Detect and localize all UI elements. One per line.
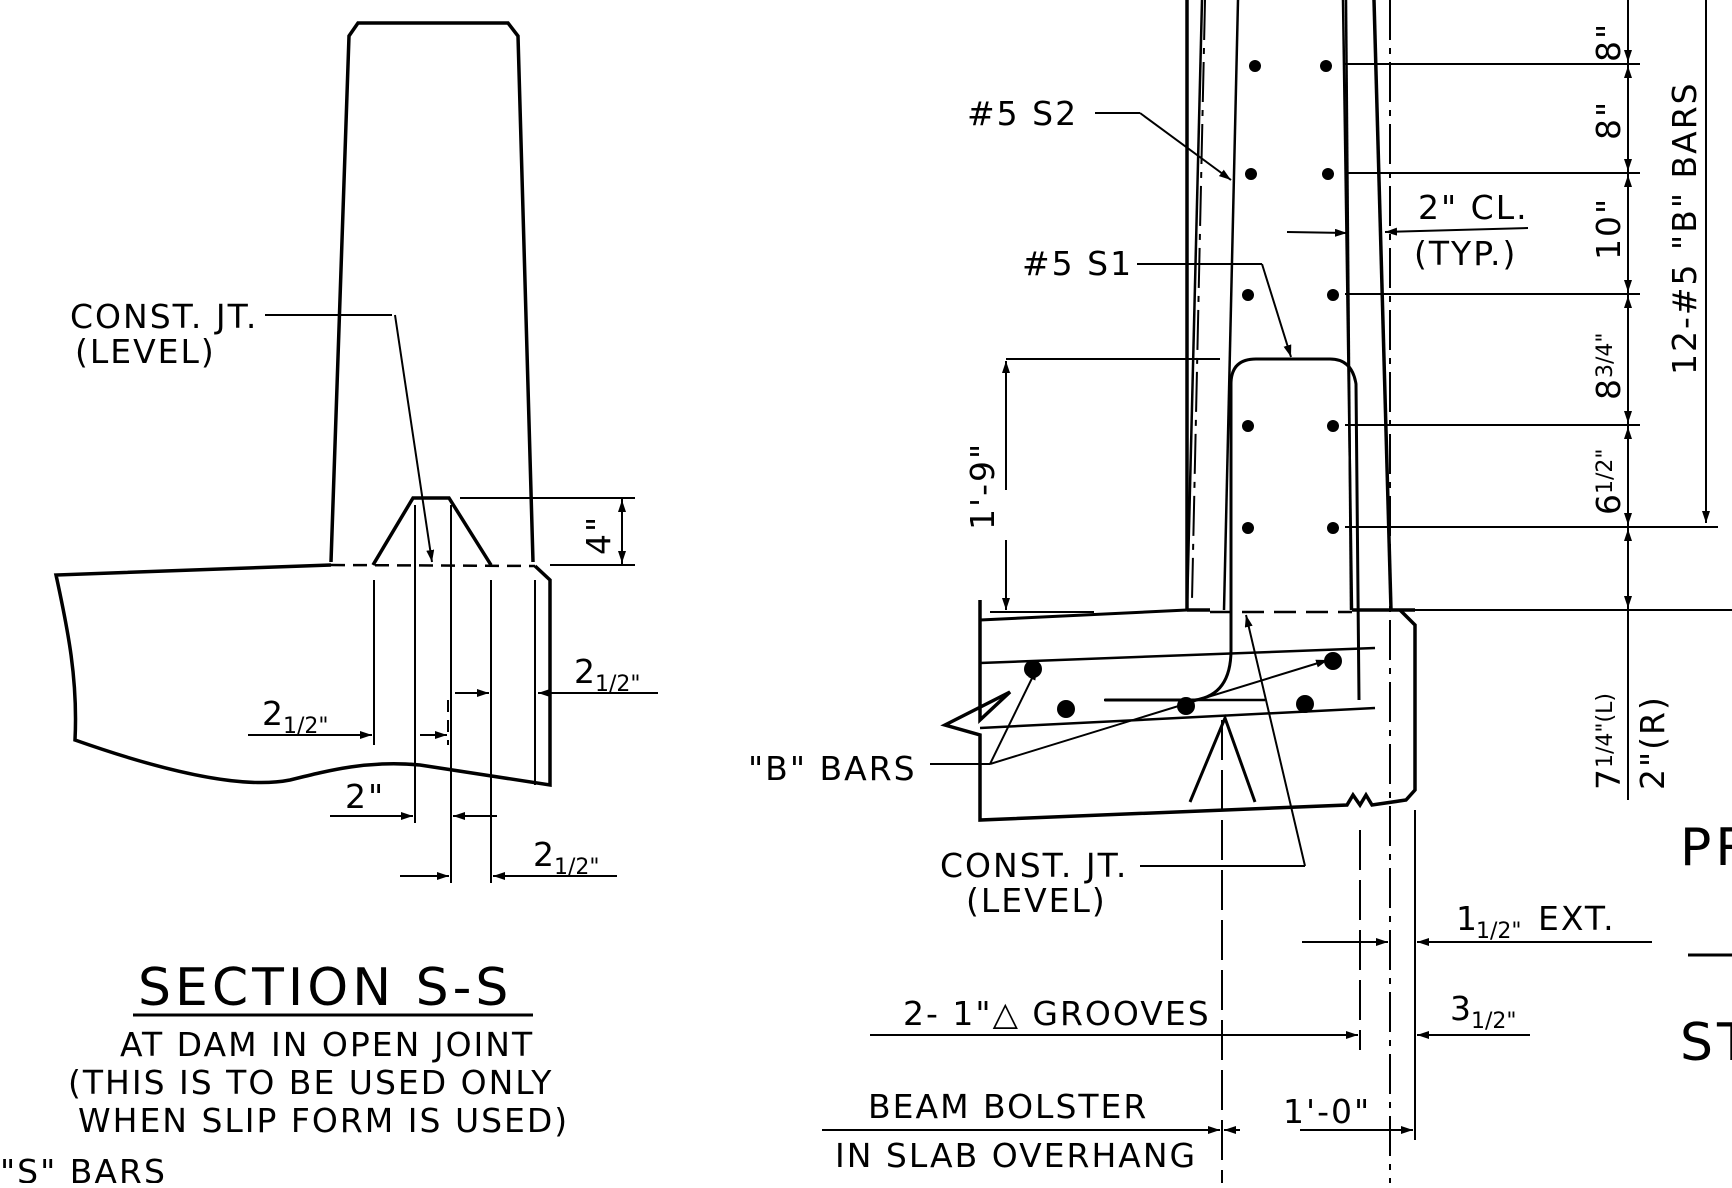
dim-3-frac: 1/2": [1471, 1009, 1517, 1034]
rebar-dots: [1024, 60, 1342, 718]
dim-right-whole: 2: [574, 652, 597, 691]
dim-left-whole: 2: [262, 694, 285, 733]
const-jt-level-label: (LEVEL): [75, 332, 216, 371]
pr-fragment: PR: [1680, 818, 1732, 878]
b-bars-label: "B" BARS: [748, 749, 917, 788]
slab-outline: [940, 600, 1417, 822]
parapet-back-face: [1372, 0, 1393, 611]
const-jt-label: CONST. JT.: [940, 846, 1128, 885]
const-joint-line: [330, 563, 536, 568]
dim-2-right: 2"(R): [1633, 695, 1672, 790]
const-jt-level-label: (LEVEL): [966, 881, 1107, 920]
shear-key: [371, 496, 493, 566]
main-section-drawing: [822, 0, 1732, 1183]
dim-3-whole: 3: [1450, 989, 1473, 1028]
dim-4-label: 4": [579, 515, 618, 555]
st-fragment: ST: [1680, 1013, 1732, 1073]
beam-bolster: [1188, 713, 1257, 803]
dim-right-frac: 1/2": [595, 672, 641, 697]
clear-cover-label: 2" CL.: [1418, 188, 1529, 227]
dim-left-frac: 1/2": [283, 714, 329, 739]
section-s-labels: CONST. JT. (LEVEL) 4" 2 1/2" 2 1/2" 2" 2…: [0, 297, 641, 1188]
slab-outline: [53, 563, 552, 788]
dim-8-frac: 3/4": [1593, 332, 1618, 378]
slab-overhang-label: IN SLAB OVERHANG: [835, 1136, 1197, 1175]
clear-cover-typ-label: (TYP.): [1414, 234, 1517, 273]
dim-8-whole: 8: [1589, 377, 1628, 400]
dim-1-9-label: 1'-9": [963, 442, 1002, 530]
s2-bar-front: [1222, 0, 1240, 611]
parapet-front-inner: [1185, 0, 1204, 611]
dim-6-whole: 6: [1589, 492, 1628, 515]
ext-whole: 1: [1456, 899, 1479, 938]
vertical-dim-labels: 8" 8" 10" 8 3/4" 6 1/2" 12-#5 "B" BARS 7…: [1589, 22, 1704, 790]
main-section-labels: #5 S2 #5 S1 2" CL. (TYP.) 1'-9" "B" BARS…: [748, 94, 1616, 1175]
beam-bolster-label: BEAM BOLSTER: [868, 1087, 1148, 1126]
const-jt-label: CONST. JT.: [70, 297, 258, 336]
slab-top-bar: [979, 646, 1376, 665]
dim-2-label: 2": [345, 777, 385, 816]
s1-bar-label: #5 S1: [1022, 244, 1133, 283]
section-subtitle-2: (THIS IS TO BE USED ONLY: [68, 1063, 553, 1102]
section-subtitle-1: AT DAM IN OPEN JOINT: [120, 1025, 534, 1064]
dim-7-frac: 1/4"(L): [1593, 693, 1618, 768]
slab-bottom-bar: [979, 706, 1376, 730]
dim-bottom-whole: 2: [533, 835, 556, 874]
s2-bar-label: #5 S2: [967, 94, 1078, 133]
dim-10: 10": [1589, 197, 1628, 260]
section-s-s-drawing: [53, 21, 658, 1017]
s-bars-label: "S" BARS: [0, 1152, 167, 1183]
cut-off-titles: PR ST: [1680, 818, 1732, 1073]
s2-bar-back: [1344, 0, 1353, 611]
dim-6-frac: 1/2": [1593, 448, 1618, 494]
dim-1-0-label: 1'-0": [1283, 1092, 1371, 1131]
grooves-label: 2- 1"△ GROOVES: [903, 994, 1211, 1033]
b-bars-count-label: 12-#5 "B" BARS: [1665, 81, 1704, 375]
dim-7-whole: 7: [1589, 767, 1628, 790]
parapet-outline: [329, 21, 535, 563]
ext-suffix: EXT.: [1538, 899, 1616, 938]
dim-8: 8": [1589, 100, 1628, 140]
ext-frac: 1/2": [1476, 919, 1522, 944]
dim-8-top: 8": [1589, 22, 1628, 62]
section-subtitle-3: WHEN SLIP FORM IS USED): [78, 1101, 569, 1140]
dim-bottom-frac: 1/2": [554, 855, 600, 880]
section-title: SECTION S-S: [138, 958, 512, 1018]
